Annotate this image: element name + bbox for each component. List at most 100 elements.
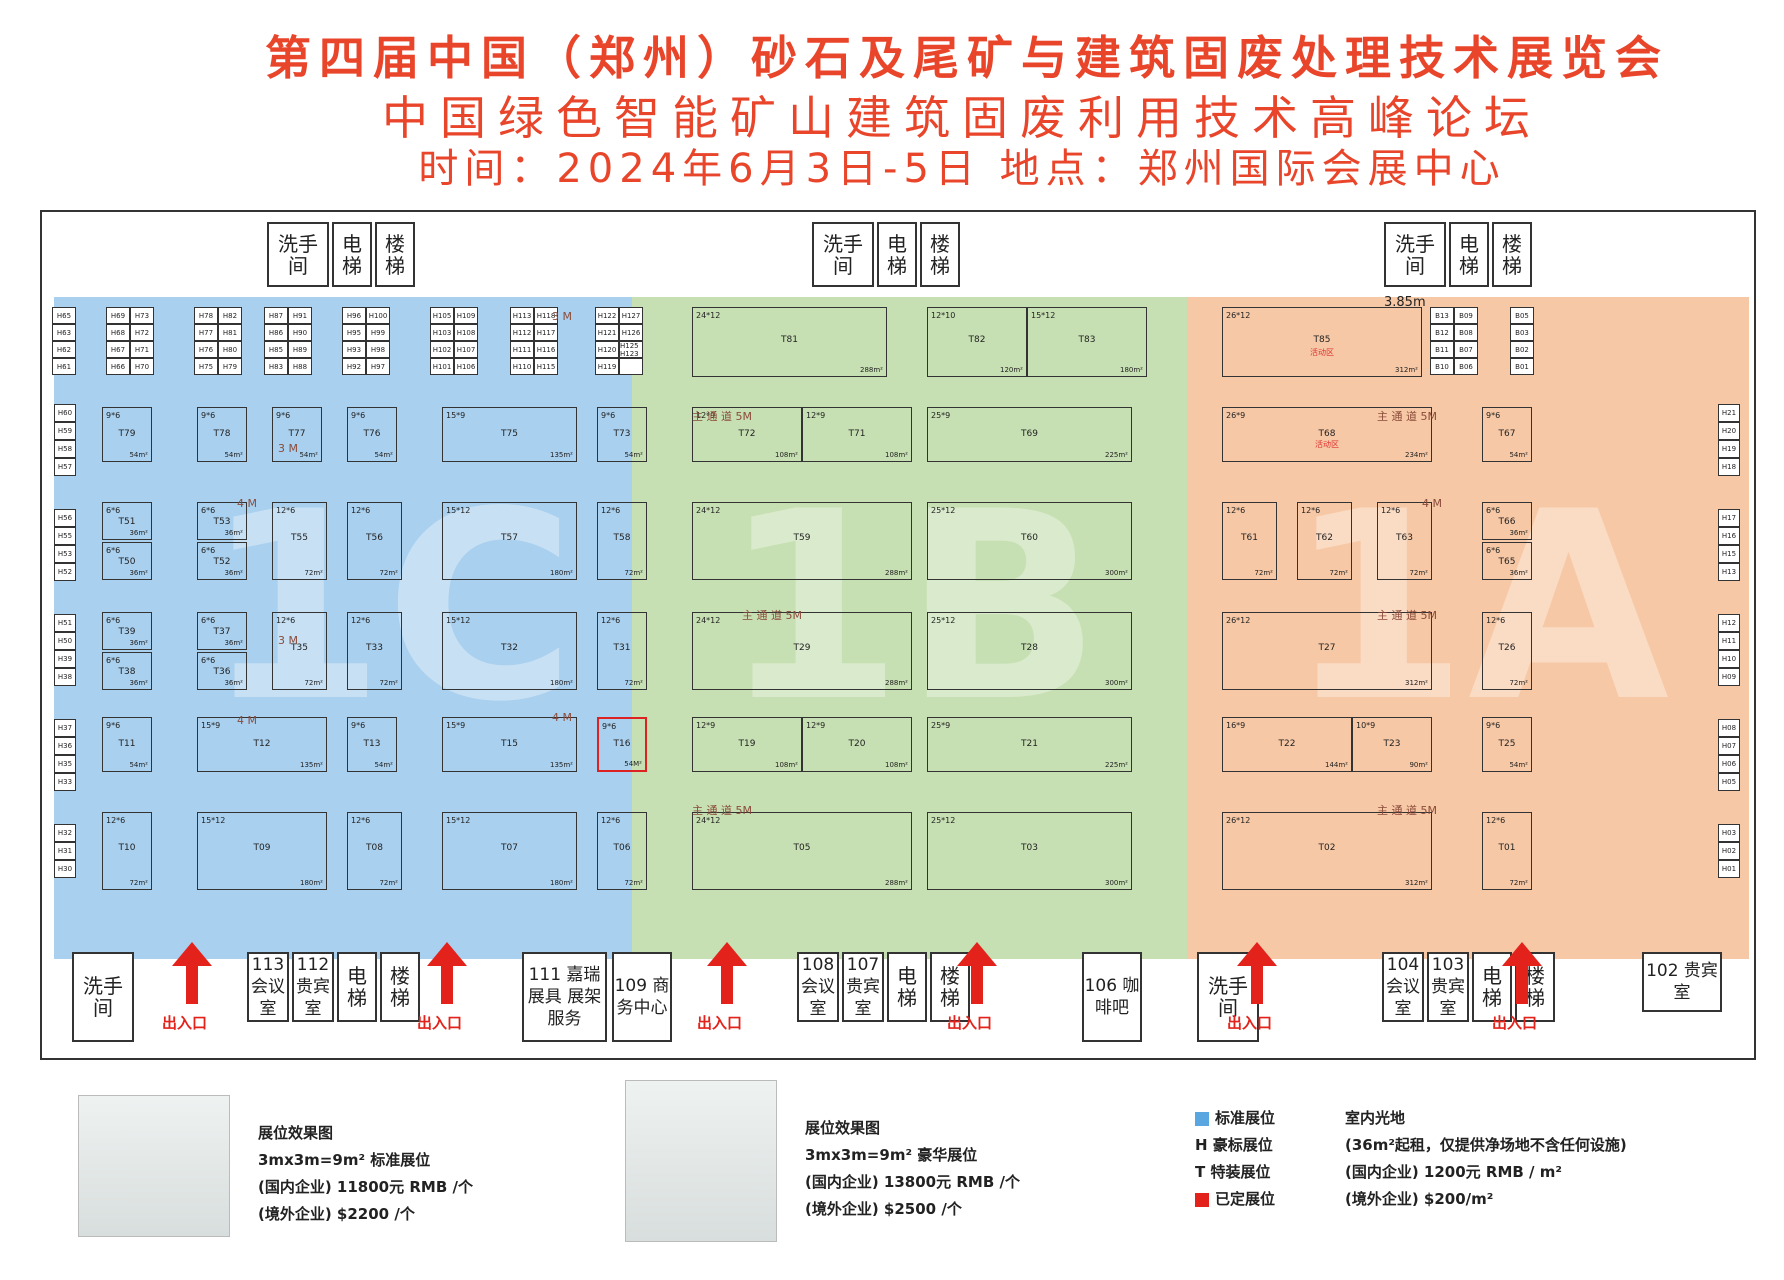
h-booth[interactable]: H89 — [288, 341, 312, 358]
h-booth[interactable]: H113 — [510, 307, 534, 324]
h-booth[interactable]: B01 — [1510, 358, 1534, 375]
h-booth[interactable]: H16 — [1718, 527, 1740, 545]
h-booth[interactable] — [619, 358, 643, 375]
entrance-label[interactable]: 出入口 — [1227, 1014, 1273, 1032]
h-booth[interactable]: H100 — [366, 307, 390, 324]
stairs-bottom-1[interactable]: 楼梯 — [380, 952, 420, 1022]
elevator-top-3[interactable]: 电梯 — [1449, 222, 1489, 287]
h-booth[interactable]: H51 — [54, 614, 76, 632]
h-booth[interactable]: H68 — [106, 324, 130, 341]
entrance-label[interactable]: 出入口 — [162, 1014, 208, 1032]
h-booth[interactable]: H79 — [218, 358, 242, 375]
h-booth[interactable]: H05 — [1718, 773, 1740, 791]
h-booth[interactable]: H85 — [264, 341, 288, 358]
h-booth[interactable]: B10 — [1430, 358, 1454, 375]
h-booth[interactable]: H101 — [430, 358, 454, 375]
h-booth[interactable]: H122 — [595, 307, 619, 324]
stairs-bottom-2[interactable]: 楼梯 — [930, 952, 970, 1022]
h-booth[interactable]: H58 — [54, 440, 76, 458]
h-booth[interactable]: H116 — [534, 341, 558, 358]
h-booth[interactable]: H118 — [534, 307, 558, 324]
h-booth[interactable]: H17 — [1718, 509, 1740, 527]
h-booth[interactable]: H112 — [510, 324, 534, 341]
h-booth[interactable]: H96 — [342, 307, 366, 324]
h-booth[interactable]: H80 — [218, 341, 242, 358]
room-108[interactable]: 108 会议室 — [797, 952, 839, 1022]
h-booth[interactable]: H106 — [454, 358, 478, 375]
h-booth[interactable]: H92 — [342, 358, 366, 375]
h-booth[interactable]: H21 — [1718, 404, 1740, 422]
h-booth[interactable]: B11 — [1430, 341, 1454, 358]
h-booth[interactable]: H99 — [366, 324, 390, 341]
h-booth[interactable]: H10 — [1718, 650, 1740, 668]
h-booth[interactable]: H108 — [454, 324, 478, 341]
h-booth[interactable]: H12 — [1718, 614, 1740, 632]
h-booth[interactable]: H31 — [54, 842, 76, 860]
elevator-top-1[interactable]: 电梯 — [332, 222, 372, 287]
room-109[interactable]: 109 商务中心 — [612, 952, 672, 1042]
restroom-top-3[interactable]: 洗手间 — [1384, 222, 1446, 287]
h-booth[interactable]: H11 — [1718, 632, 1740, 650]
h-booth[interactable]: H91 — [288, 307, 312, 324]
h-booth[interactable]: H102 — [430, 341, 454, 358]
elevator-bottom-1[interactable]: 电梯 — [337, 952, 377, 1022]
h-booth[interactable]: H72 — [130, 324, 154, 341]
h-booth[interactable]: H117 — [534, 324, 558, 341]
h-booth[interactable]: H55 — [54, 527, 76, 545]
h-booth[interactable]: H32 — [54, 824, 76, 842]
h-booth[interactable]: H76 — [194, 341, 218, 358]
room-107[interactable]: 107 贵宾室 — [842, 952, 884, 1022]
restroom-bottom-1[interactable]: 洗手间 — [72, 952, 134, 1042]
stairs-top-3[interactable]: 楼梯 — [1492, 222, 1532, 287]
h-booth[interactable]: H90 — [288, 324, 312, 341]
restroom-top-2[interactable]: 洗手间 — [812, 222, 874, 287]
h-booth[interactable]: B05 — [1510, 307, 1534, 324]
h-booth[interactable]: B03 — [1510, 324, 1534, 341]
h-booth[interactable]: H120 — [595, 341, 619, 358]
h-booth[interactable]: H119 — [595, 358, 619, 375]
h-booth[interactable]: H07 — [1718, 737, 1740, 755]
h-booth[interactable]: H60 — [54, 404, 76, 422]
h-booth[interactable]: B07 — [1454, 341, 1478, 358]
h-booth[interactable]: H35 — [54, 755, 76, 773]
h-booth[interactable]: H53 — [54, 545, 76, 563]
restroom-bottom-2[interactable]: 洗手间 — [1197, 952, 1259, 1042]
room-112[interactable]: 112 贵宾室 — [292, 952, 334, 1022]
h-booth[interactable]: H70 — [130, 358, 154, 375]
h-booth[interactable]: H03 — [1718, 824, 1740, 842]
h-booth[interactable]: H57 — [54, 458, 76, 476]
h-booth[interactable]: H107 — [454, 341, 478, 358]
h-booth[interactable]: H71 — [130, 341, 154, 358]
h-booth[interactable]: H02 — [1718, 842, 1740, 860]
room-104[interactable]: 104 会议室 — [1382, 952, 1424, 1022]
